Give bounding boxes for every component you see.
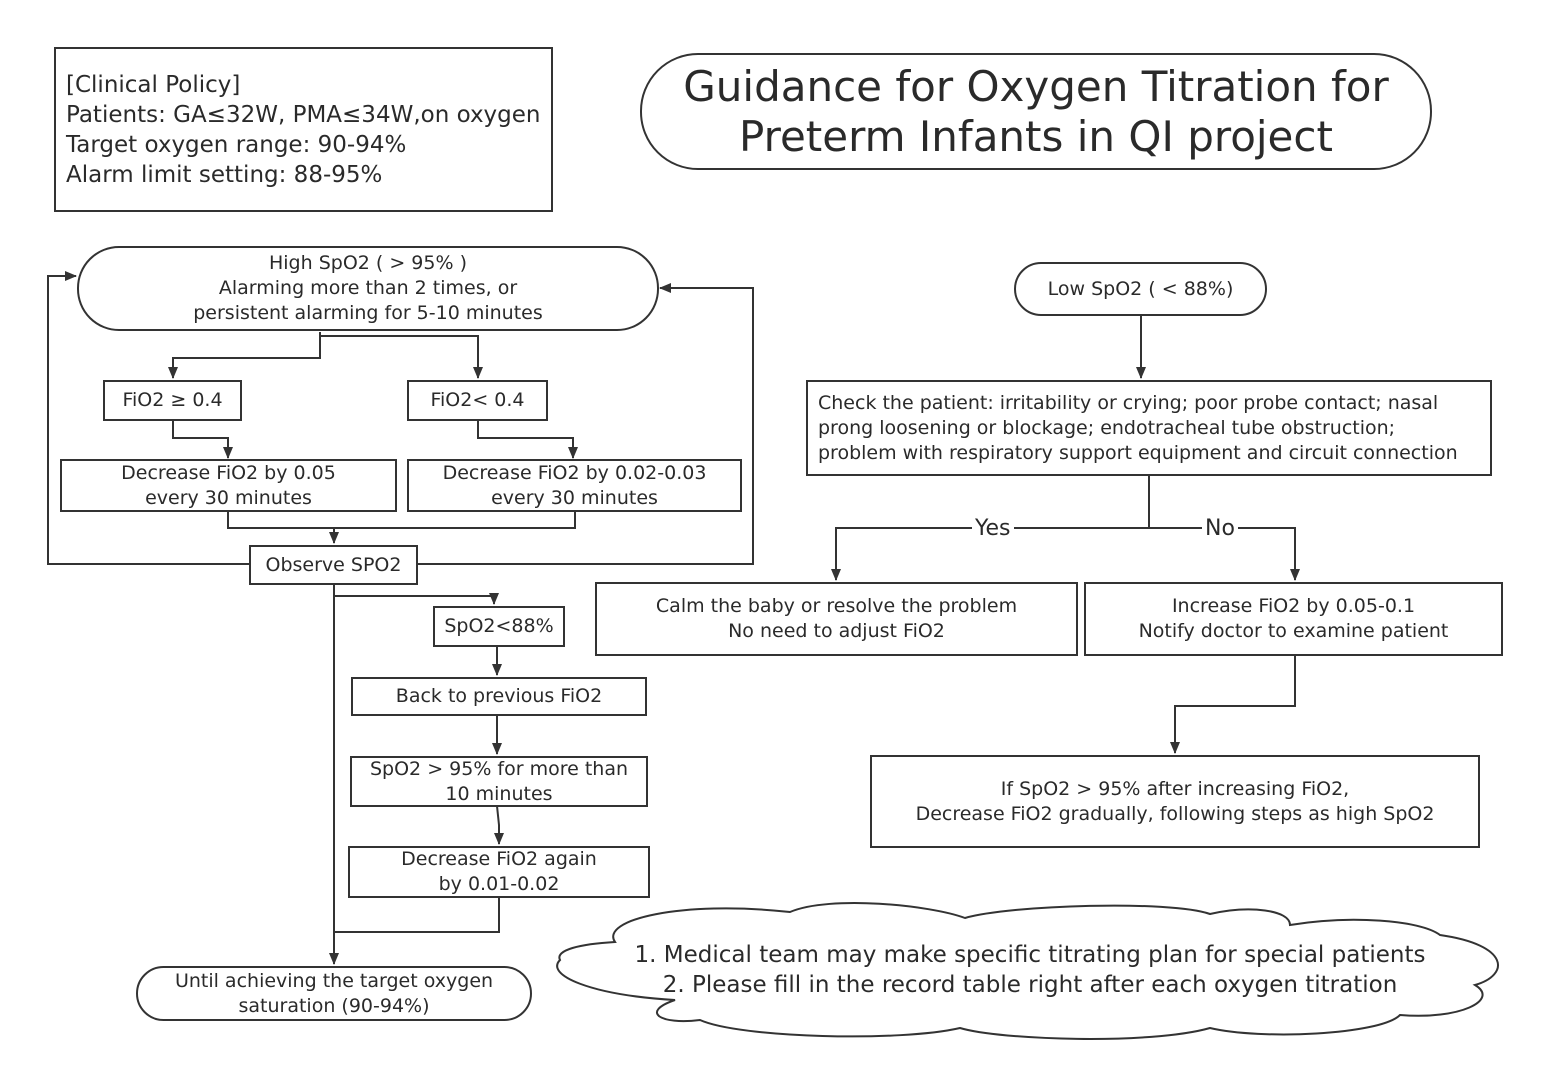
clinical-policy-box: [Clinical Policy] Patients: GA≤32W, PMA≤… (54, 47, 553, 212)
low-start-label: Low SpO2 ( < 88%) (1047, 277, 1234, 300)
until-line-1: Until achieving the target oxygen (174, 969, 494, 992)
back-previous-fio2-node: Back to previous FiO2 (351, 677, 647, 716)
calm-baby-node: Calm the baby or resolve the problem No … (595, 582, 1078, 656)
observe-label: Observe SPO2 (265, 553, 402, 576)
over-line-1: SpO2 > 95% for more than (369, 757, 629, 780)
page-title: Guidance for Oxygen Titration for Preter… (640, 53, 1432, 170)
policy-patients: Patients: GA≤32W, PMA≤34W,on oxygen (66, 101, 541, 128)
high-line-1: High SpO2 ( > 95% ) (268, 252, 467, 274)
calm-line-2: No need to adjust FiO2 (728, 620, 945, 642)
if-spo2-over-95-node: If SpO2 > 95% after increasing FiO2, Dec… (870, 755, 1480, 848)
note-line-1: 1. Medical team may make specific titrat… (634, 942, 1426, 968)
decrease-005-node: Decrease FiO2 by 0.05 every 30 minutes (60, 459, 397, 512)
fio2-high-label: FiO2 ≥ 0.4 (122, 389, 223, 411)
increase-fio2-node: Increase FiO2 by 0.05-0.1 Notify doctor … (1084, 582, 1503, 656)
high-spo2-node: High SpO2 ( > 95% ) Alarming more than 2… (77, 246, 659, 331)
policy-heading: [Clinical Policy] (66, 71, 241, 98)
observe-spo2-node: Observe SPO2 (249, 545, 418, 585)
policy-alarm: Alarm limit setting: 88-95% (66, 161, 383, 188)
inc-line-2: Notify doctor to examine patient (1138, 620, 1449, 642)
check-line-3: problem with respiratory support equipme… (818, 441, 1458, 464)
check-line-1: Check the patient: irritability or cryin… (818, 391, 1439, 414)
again-line-2: by 0.01-0.02 (438, 873, 560, 895)
spo2-low-label: SpO2<88% (444, 615, 554, 637)
back-label: Back to previous FiO2 (395, 685, 603, 707)
no-label: No (1202, 516, 1238, 542)
low-spo2-node: Low SpO2 ( < 88%) (1014, 262, 1267, 316)
if-line-1: If SpO2 > 95% after increasing FiO2, (1000, 777, 1350, 800)
again-line-1: Decrease FiO2 again (401, 848, 597, 870)
notes: 1. Medical team may make specific titrat… (600, 940, 1460, 1000)
note-line-2: 2. Please fill in the record table right… (662, 972, 1398, 998)
check-patient-node: Check the patient: irritability or cryin… (806, 380, 1492, 476)
decrease-002-node: Decrease FiO2 by 0.02-0.03 every 30 minu… (407, 459, 742, 512)
title-line-2: Preterm Infants in QI project (739, 111, 1333, 161)
check-line-2: prong loosening or blockage; endotrachea… (818, 416, 1396, 439)
spo2-over-95-node: SpO2 > 95% for more than 10 minutes (350, 756, 648, 807)
dec-a-line-1: Decrease FiO2 by 0.05 (121, 461, 336, 484)
over-line-2: 10 minutes (445, 782, 553, 805)
policy-target: Target oxygen range: 90-94% (66, 131, 407, 158)
spo2-below-88-node: SpO2<88% (433, 606, 565, 647)
fio2-high-node: FiO2 ≥ 0.4 (103, 380, 242, 421)
dec-a-line-2: every 30 minutes (145, 486, 312, 509)
fio2-low-label: FiO2< 0.4 (430, 389, 525, 411)
decrease-again-node: Decrease FiO2 again by 0.01-0.02 (348, 846, 650, 898)
dec-b-line-2: every 30 minutes (491, 486, 658, 509)
calm-line-1: Calm the baby or resolve the problem (655, 595, 1018, 617)
high-line-3: persistent alarming for 5-10 minutes (193, 302, 543, 324)
high-line-2: Alarming more than 2 times, or (218, 277, 518, 299)
title-line-1: Guidance for Oxygen Titration for (683, 61, 1389, 111)
until-line-2: saturation (90-94%) (238, 994, 430, 1017)
fio2-low-node: FiO2< 0.4 (407, 380, 548, 421)
note-cloud (556, 902, 1499, 1040)
if-line-2: Decrease FiO2 gradually, following steps… (915, 802, 1435, 825)
dec-b-line-1: Decrease FiO2 by 0.02-0.03 (442, 461, 707, 484)
yes-label: Yes (972, 516, 1014, 542)
until-target-node: Until achieving the target oxygen satura… (136, 966, 532, 1021)
inc-line-1: Increase FiO2 by 0.05-0.1 (1171, 595, 1416, 617)
